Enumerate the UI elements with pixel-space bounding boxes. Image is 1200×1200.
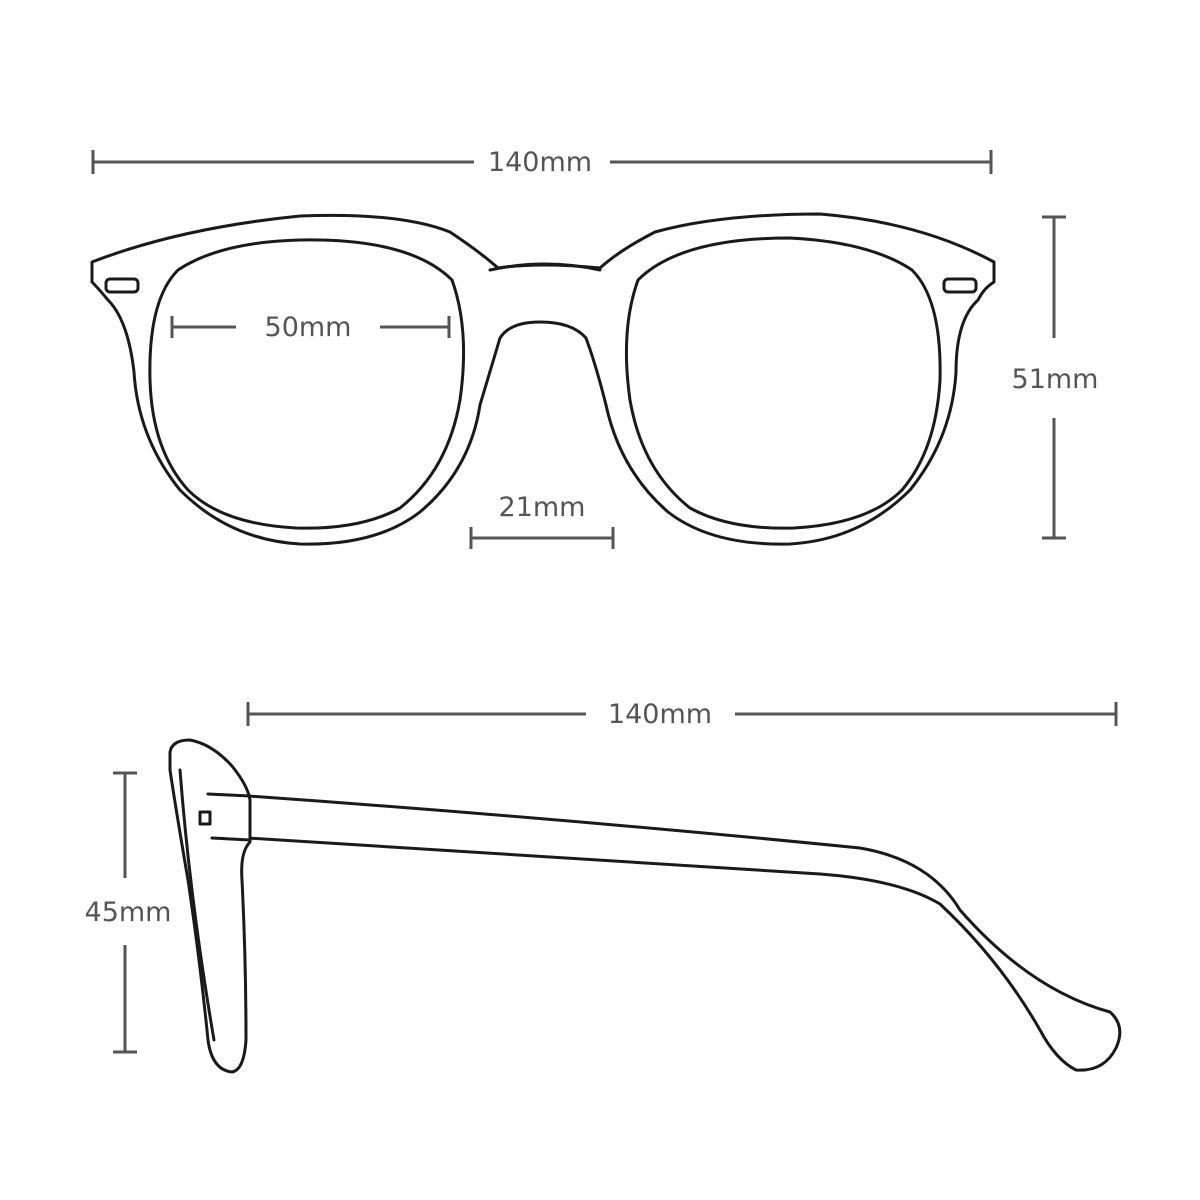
right-lens bbox=[624, 236, 942, 530]
front-width-label: 140mm bbox=[488, 147, 592, 178]
front-total-width-dimension: 140mm bbox=[91, 147, 993, 178]
front-view bbox=[90, 212, 996, 546]
side-hinge-line bbox=[206, 792, 252, 842]
temple-length-dimension: 140mm bbox=[246, 699, 1118, 730]
side-lens-edge bbox=[178, 768, 216, 1042]
left-hinge-rivet bbox=[104, 277, 140, 294]
right-hinge-rivet bbox=[942, 277, 978, 294]
lens-height-label: 51mm bbox=[1012, 364, 1099, 395]
side-hinge-rivet bbox=[198, 810, 212, 826]
temple-length-label: 140mm bbox=[608, 699, 712, 730]
frame-height-label: 45mm bbox=[85, 897, 172, 928]
left-lens bbox=[148, 238, 466, 530]
temple-arm bbox=[246, 794, 1122, 1072]
side-frame bbox=[168, 738, 252, 1074]
lens-width-label: 50mm bbox=[265, 312, 352, 343]
bridge-width-dimension: 21mm bbox=[469, 492, 615, 549]
bridge-width-label: 21mm bbox=[499, 492, 586, 523]
side-view bbox=[168, 738, 1122, 1074]
frame-height-dimension: 45mm bbox=[85, 771, 172, 1054]
bridge-line bbox=[488, 262, 602, 272]
lens-height-dimension: 51mm bbox=[1012, 215, 1099, 540]
lens-width-dimension: 50mm bbox=[170, 312, 451, 343]
